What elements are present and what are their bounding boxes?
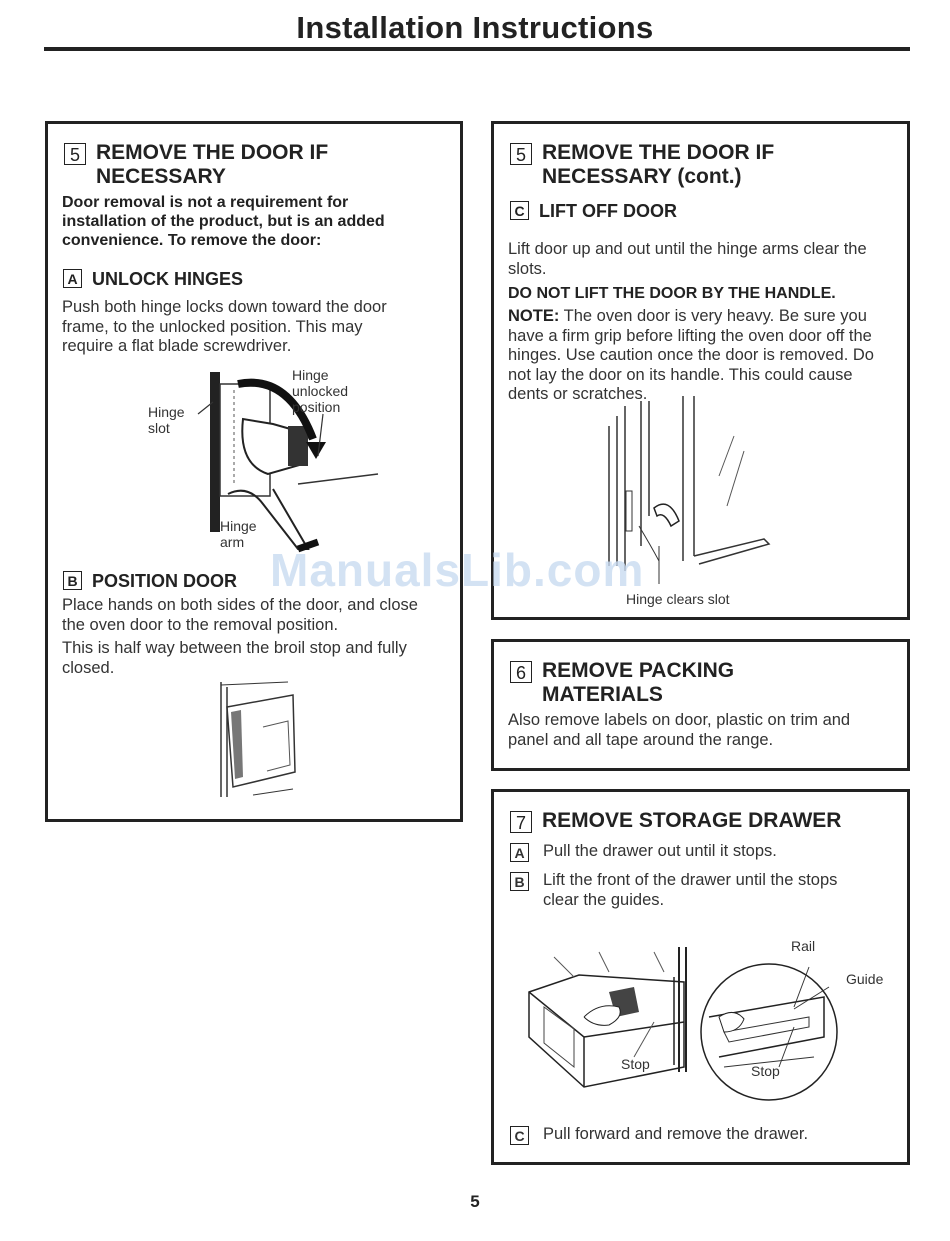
step-text: Pull the drawer out until it stops. [543, 842, 777, 860]
section-number: 6 [510, 661, 532, 683]
note-text: NOTE: The oven door is very heavy. Be su… [508, 307, 893, 405]
label-stop-2: Stop [751, 1063, 780, 1079]
lift-door-text: Lift door up and out until the hinge arm… [508, 240, 867, 278]
page-title: Installation Instructions [296, 10, 654, 45]
step-text: Lift the front of the drawer until the s… [543, 871, 838, 909]
door-lift-illustration [608, 396, 771, 584]
label-guide: Guide [846, 971, 884, 987]
drawer-removal-illustration [528, 947, 838, 1101]
note-body: The oven door is very heavy. Be sure you… [508, 307, 874, 403]
packing-text: Also remove labels on door, plastic on t… [508, 711, 851, 749]
watermark: ManualsLib.com [270, 544, 645, 596]
step-letter: A [510, 843, 529, 862]
section-number: 5 [510, 143, 532, 165]
heading-line-2: MATERIALS [542, 683, 663, 706]
heading-line-1: REMOVE THE DOOR IF [96, 141, 329, 164]
warning-text: DO NOT LIFT THE DOOR BY THE HANDLE. [508, 285, 836, 302]
sub-title: LIFT OFF DOOR [539, 201, 677, 221]
sub-title: POSITION DOOR [92, 571, 238, 591]
sub-heading-unlock-hinges: A UNLOCK HINGES [63, 268, 243, 290]
section-remove-storage-drawer: 7 REMOVE STORAGE DRAWER A Pull the drawer … [491, 789, 910, 1165]
label-stop-1: Stop [621, 1056, 650, 1072]
hinge-unlock-illustration [197, 372, 379, 553]
step-b: B Lift the front of the drawer until the … [510, 871, 840, 910]
position-door-text-2: This is half way between the broil stop … [62, 639, 407, 677]
step-letter: C [510, 1126, 529, 1145]
heading-line-1: REMOVE THE DOOR IF [542, 141, 775, 164]
heading-line-2: NECESSARY [96, 165, 226, 188]
note-label: NOTE: [508, 307, 560, 325]
section-number: 5 [64, 143, 86, 165]
sub-heading-lift-off-door: C LIFT OFF DOOR [510, 200, 677, 222]
heading-line-1: REMOVE PACKING [542, 659, 735, 682]
sub-title: UNLOCK HINGES [92, 269, 244, 289]
sub-letter: A [63, 269, 82, 288]
label-rail: Rail [791, 938, 816, 954]
heading-line-1: REMOVE STORAGE DRAWER [542, 809, 842, 832]
sub-heading-position-door: B POSITION DOOR [63, 570, 237, 592]
sub-letter: C [510, 201, 529, 220]
title-rule [44, 47, 910, 51]
position-door-text-1: Place hands on both sides of the door, a… [62, 596, 418, 634]
door-position-illustration [220, 681, 296, 797]
step-text: Pull forward and remove the drawer. [543, 1125, 809, 1143]
heading-line-2: NECESSARY (cont.) [542, 165, 742, 188]
step-c: C Pull forward and remove the drawer. [510, 1125, 890, 1145]
label-hinge-clears-slot: Hinge clears slot [626, 591, 730, 607]
section-heading: 7 REMOVE STORAGE DRAWER [510, 809, 900, 833]
step-a: A Pull the drawer out until it stops. [510, 842, 890, 862]
unlock-hinges-text: Push both hinge locks down toward the do… [62, 298, 387, 355]
intro-text: Door removal is not a requirement for in… [62, 194, 385, 249]
page-number: 5 [470, 1192, 480, 1211]
step-letter: B [510, 872, 529, 891]
sub-letter: B [63, 571, 82, 590]
section-number: 7 [510, 811, 532, 833]
